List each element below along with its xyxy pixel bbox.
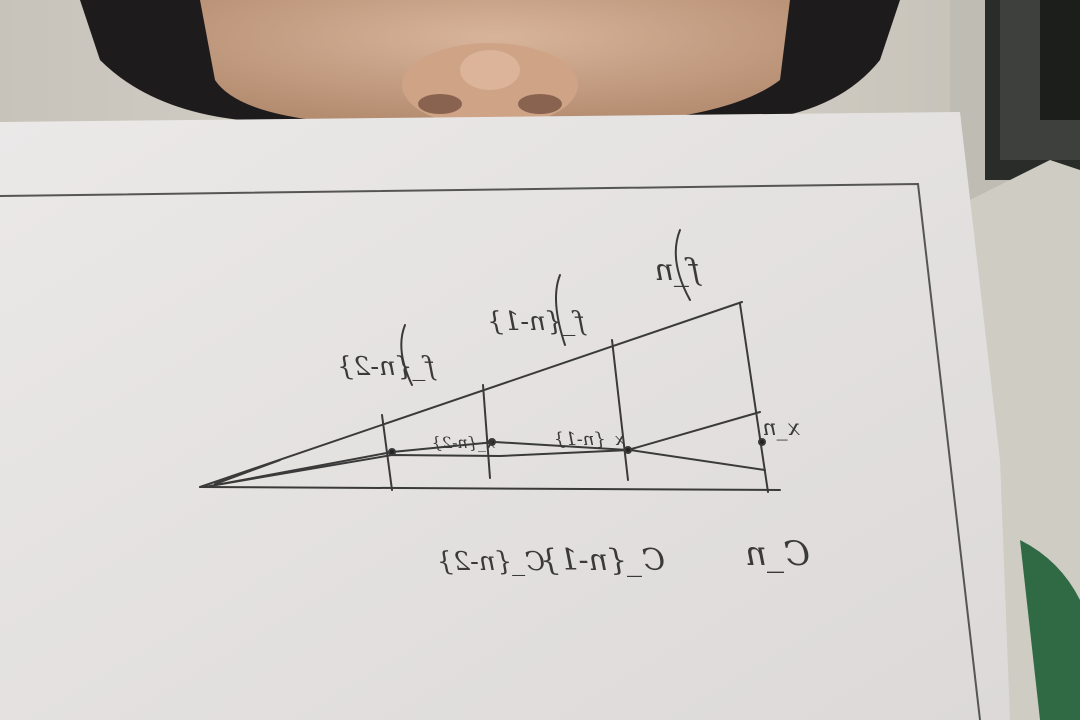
person-face — [80, 0, 900, 127]
ray-lower — [209, 448, 766, 487]
sketch-labels: f_n f_{n-1} f_{n-2} x_n x_{n-1} x_{n-2} … — [337, 253, 810, 578]
jacket-shoulder — [1020, 540, 1080, 720]
divider-2 — [482, 384, 491, 479]
wedge-top-edge — [199, 301, 743, 488]
divider-3 — [611, 339, 629, 481]
wedge-right-edge — [739, 303, 769, 493]
label-c-n-1: C_{n-1} — [540, 543, 665, 578]
wedge-bottom-edge — [199, 486, 781, 491]
label-x-n-2: x_{n-2} — [432, 433, 495, 452]
label-f-n-2: f_{n-2} — [337, 352, 437, 382]
label-f-n: f_n — [655, 253, 702, 288]
hand-drawn-diagram — [199, 229, 781, 493]
label-c-n-2: C_{n-2} — [437, 547, 545, 577]
label-f-n-1: f_{n-1} — [487, 307, 587, 337]
label-x-n: x_n — [762, 416, 800, 441]
label-c-n: C_n — [745, 534, 810, 574]
label-x-n-1: x_{n-1} — [554, 429, 625, 450]
paper-sheet — [0, 112, 1010, 720]
